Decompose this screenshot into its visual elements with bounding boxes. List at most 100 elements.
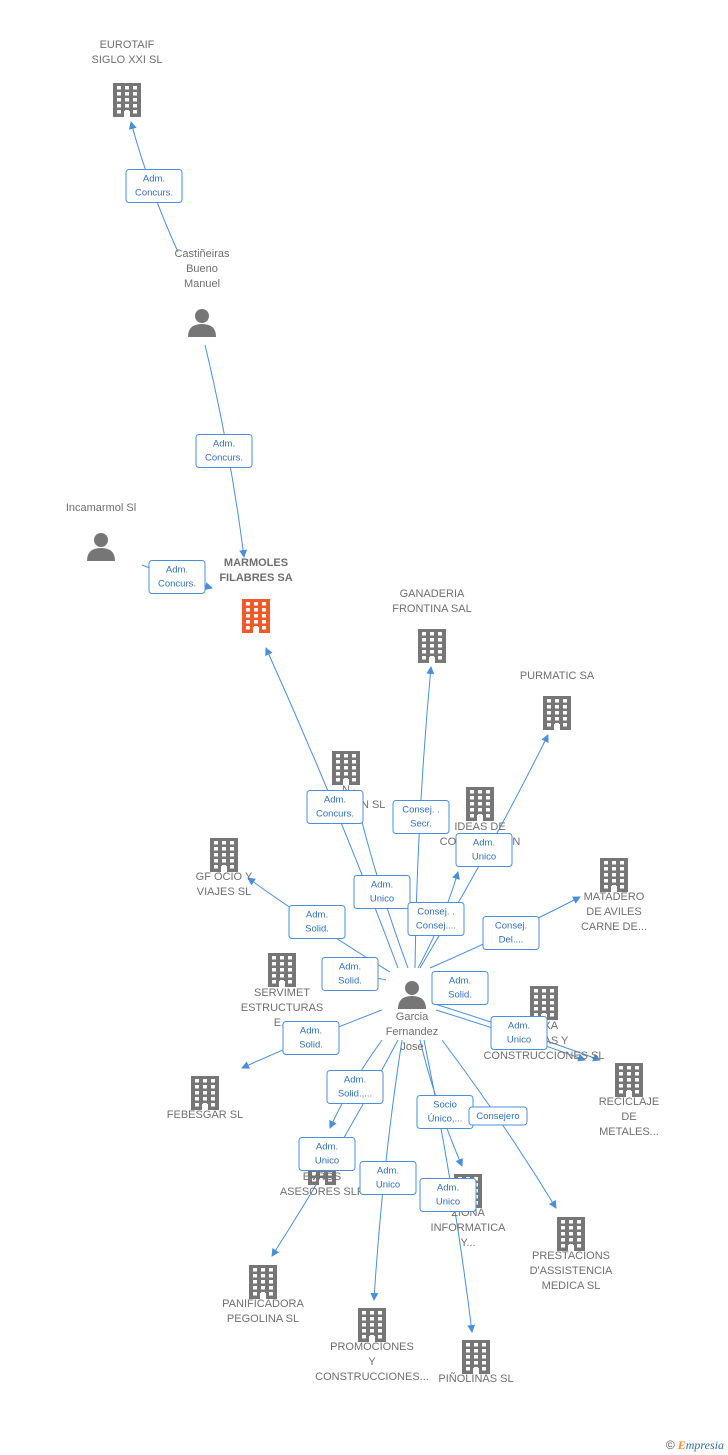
building-window: [534, 989, 538, 993]
building-window: [470, 808, 474, 812]
edge-label-garcia-evros[interactable]: Adm.Solid.,...: [326, 1070, 384, 1104]
building-window: [620, 879, 624, 883]
building-window: [486, 814, 490, 818]
edge-label-garcia-servimet[interactable]: Adm.Solid.: [321, 957, 379, 991]
person-head: [195, 309, 209, 323]
edge-label-box: [282, 1021, 340, 1055]
edge-label-garcia-marmoles[interactable]: Adm.Concurs.: [306, 790, 364, 824]
building-window: [482, 1349, 486, 1353]
building-window: [133, 92, 137, 96]
building-window: [336, 754, 340, 758]
building-window: [563, 711, 567, 715]
edge-label-text: Del....: [499, 935, 524, 946]
building-window: [370, 1311, 374, 1315]
node-label: Y...: [460, 1237, 475, 1249]
node-reciclaje[interactable]: RECICLAJEDEMETALES...: [599, 1063, 660, 1138]
building-icon: [462, 1340, 490, 1374]
building-window: [253, 1280, 257, 1284]
edge-label-castineiras-eurotaif[interactable]: Adm.Concurs.: [125, 169, 183, 203]
building-window: [604, 885, 608, 889]
edge-label-garcia-repcon[interactable]: Adm.Unico: [353, 875, 411, 909]
building-window: [612, 867, 616, 871]
node-promociones[interactable]: PROMOCIONESYCONSTRUCCIONES...: [315, 1308, 429, 1383]
building-door: [473, 1368, 479, 1374]
node-label: Castiñeiras: [174, 248, 230, 260]
building-window: [470, 790, 474, 794]
building-window: [547, 711, 551, 715]
building-window: [612, 861, 616, 865]
edge-label-garcia-ideas[interactable]: Consej. .Consej....: [407, 902, 465, 936]
edge-label-text: Consej....: [416, 921, 456, 932]
node-febesgar[interactable]: FEBESGAR SL: [167, 1076, 243, 1121]
edge-label-garcia-matadero[interactable]: Consej. Del....: [482, 916, 540, 950]
node-servimet[interactable]: SERVIMETESTRUCTURASE...: [241, 953, 324, 1029]
edge-label-text: Adm.: [437, 1183, 459, 1194]
edge-label-garcia-promociones[interactable]: Adm.Unico: [359, 1161, 417, 1195]
building-window: [262, 602, 266, 606]
building-window: [117, 98, 121, 102]
building-window: [378, 1323, 382, 1327]
building-window: [550, 1001, 554, 1005]
building-window: [362, 1335, 366, 1339]
building-window: [555, 717, 559, 721]
edge-label-garcia-pinolinas[interactable]: Adm.Unico: [419, 1178, 477, 1212]
building-window: [619, 1078, 623, 1082]
building-window: [561, 1220, 565, 1224]
building-window: [482, 1355, 486, 1359]
edge-label-box: [125, 169, 183, 203]
node-incamarmol[interactable]: Incamarmol Sl: [66, 502, 136, 561]
building-window: [253, 1292, 257, 1296]
node-pinolinas[interactable]: PIÑOLINAS SL: [438, 1340, 514, 1385]
building-icon: [358, 1308, 386, 1342]
edge-label-garcia-lexa[interactable]: Adm.Solid.: [431, 971, 489, 1005]
edge-label-garcia-ziona[interactable]: SocioÚnico,...: [416, 1095, 474, 1129]
edge-label-garcia-febesgar[interactable]: Adm.Solid.: [282, 1021, 340, 1055]
building-window: [478, 790, 482, 794]
building-window: [635, 1078, 639, 1082]
edge-label-box: [482, 916, 540, 950]
building-icon: [332, 751, 360, 785]
node-purmatic[interactable]: PURMATIC SA: [520, 670, 595, 730]
building-window: [561, 1238, 565, 1242]
edge-label-box: [195, 434, 253, 468]
edge-label-garcia-gfocio[interactable]: Adm.Solid.: [288, 905, 346, 939]
building-icon: [530, 986, 558, 1020]
edge-label-text: Socio: [433, 1100, 457, 1111]
building-window: [336, 760, 340, 764]
building-window: [203, 1085, 207, 1089]
edge-label-garcia-panificadora[interactable]: Adm.Unico: [298, 1137, 356, 1171]
building-window: [362, 1317, 366, 1321]
building-window: [569, 1238, 573, 1242]
edge-label-garcia-prestacions[interactable]: Consejero: [468, 1106, 528, 1126]
building-window: [203, 1091, 207, 1095]
building-window: [542, 989, 546, 993]
edge-label-text: Consej.: [495, 921, 527, 932]
edge-label-garcia-ganaderia[interactable]: Consej. .Secr.: [392, 800, 450, 834]
building-window: [482, 1367, 486, 1371]
building-window: [230, 859, 234, 863]
node-label: FILABRES SA: [219, 572, 292, 584]
building-window: [370, 1329, 374, 1333]
building-window: [474, 1349, 478, 1353]
edge-label-garcia-reciclaje[interactable]: Adm.Unico: [490, 1016, 548, 1050]
node-label: Y: [368, 1356, 376, 1368]
node-label: CONSTRUCCIONES SL: [483, 1050, 604, 1062]
building-window: [230, 853, 234, 857]
building-icon: [543, 696, 571, 730]
person-head: [405, 981, 419, 995]
edge-label-garcia-purmatic[interactable]: Adm.Unico: [455, 833, 513, 867]
edge-label-incamarmol-marmoles[interactable]: Adm.Concurs.: [148, 560, 206, 594]
edge-label-text: Concurs.: [158, 579, 196, 590]
edge-label-castineiras-marmoles[interactable]: Adm.Concurs.: [195, 434, 253, 468]
building-window: [125, 92, 129, 96]
